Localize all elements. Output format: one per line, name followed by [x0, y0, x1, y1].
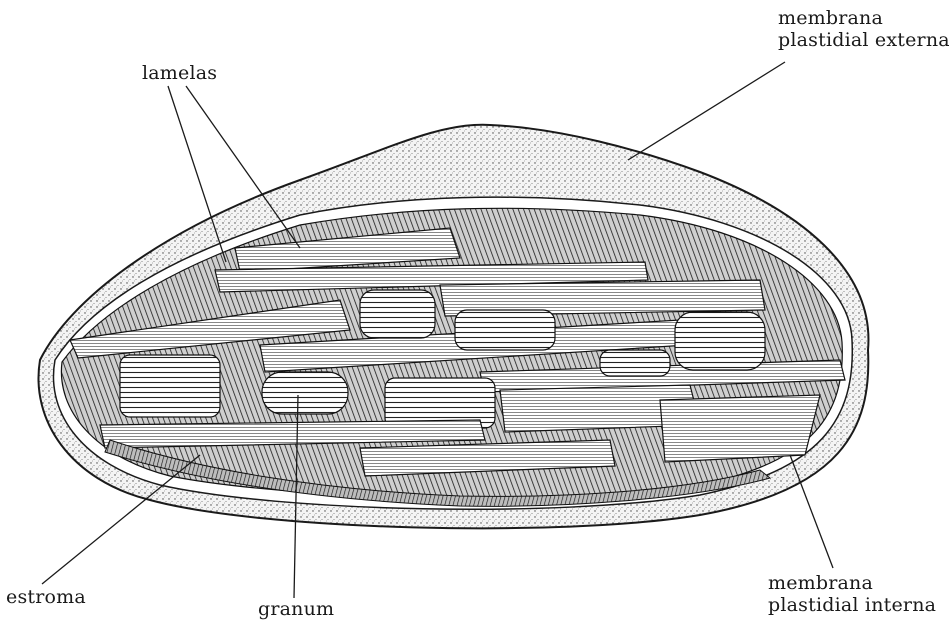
label-inner-membrane: membrana plastidial interna — [768, 572, 936, 616]
label-estroma: estroma — [6, 586, 86, 608]
lamella — [660, 395, 820, 462]
granum-stack — [455, 310, 555, 350]
label-granum: granum — [258, 598, 334, 620]
granum-stack — [262, 372, 348, 414]
label-outer-membrane-line1: membrana — [778, 7, 949, 29]
label-outer-membrane-line2: plastidial externa — [778, 29, 949, 51]
label-lamelas: lamelas — [142, 62, 217, 84]
label-outer-membrane: membrana plastidial externa — [778, 7, 949, 51]
granum-stack — [120, 355, 220, 417]
label-inner-membrane-line2: plastidial interna — [768, 594, 936, 616]
granum-stack — [675, 312, 765, 370]
granum-stack — [360, 290, 435, 338]
granum-stack — [600, 350, 670, 376]
label-inner-membrane-line1: membrana — [768, 572, 936, 594]
leader-outer-membrane — [628, 62, 785, 160]
